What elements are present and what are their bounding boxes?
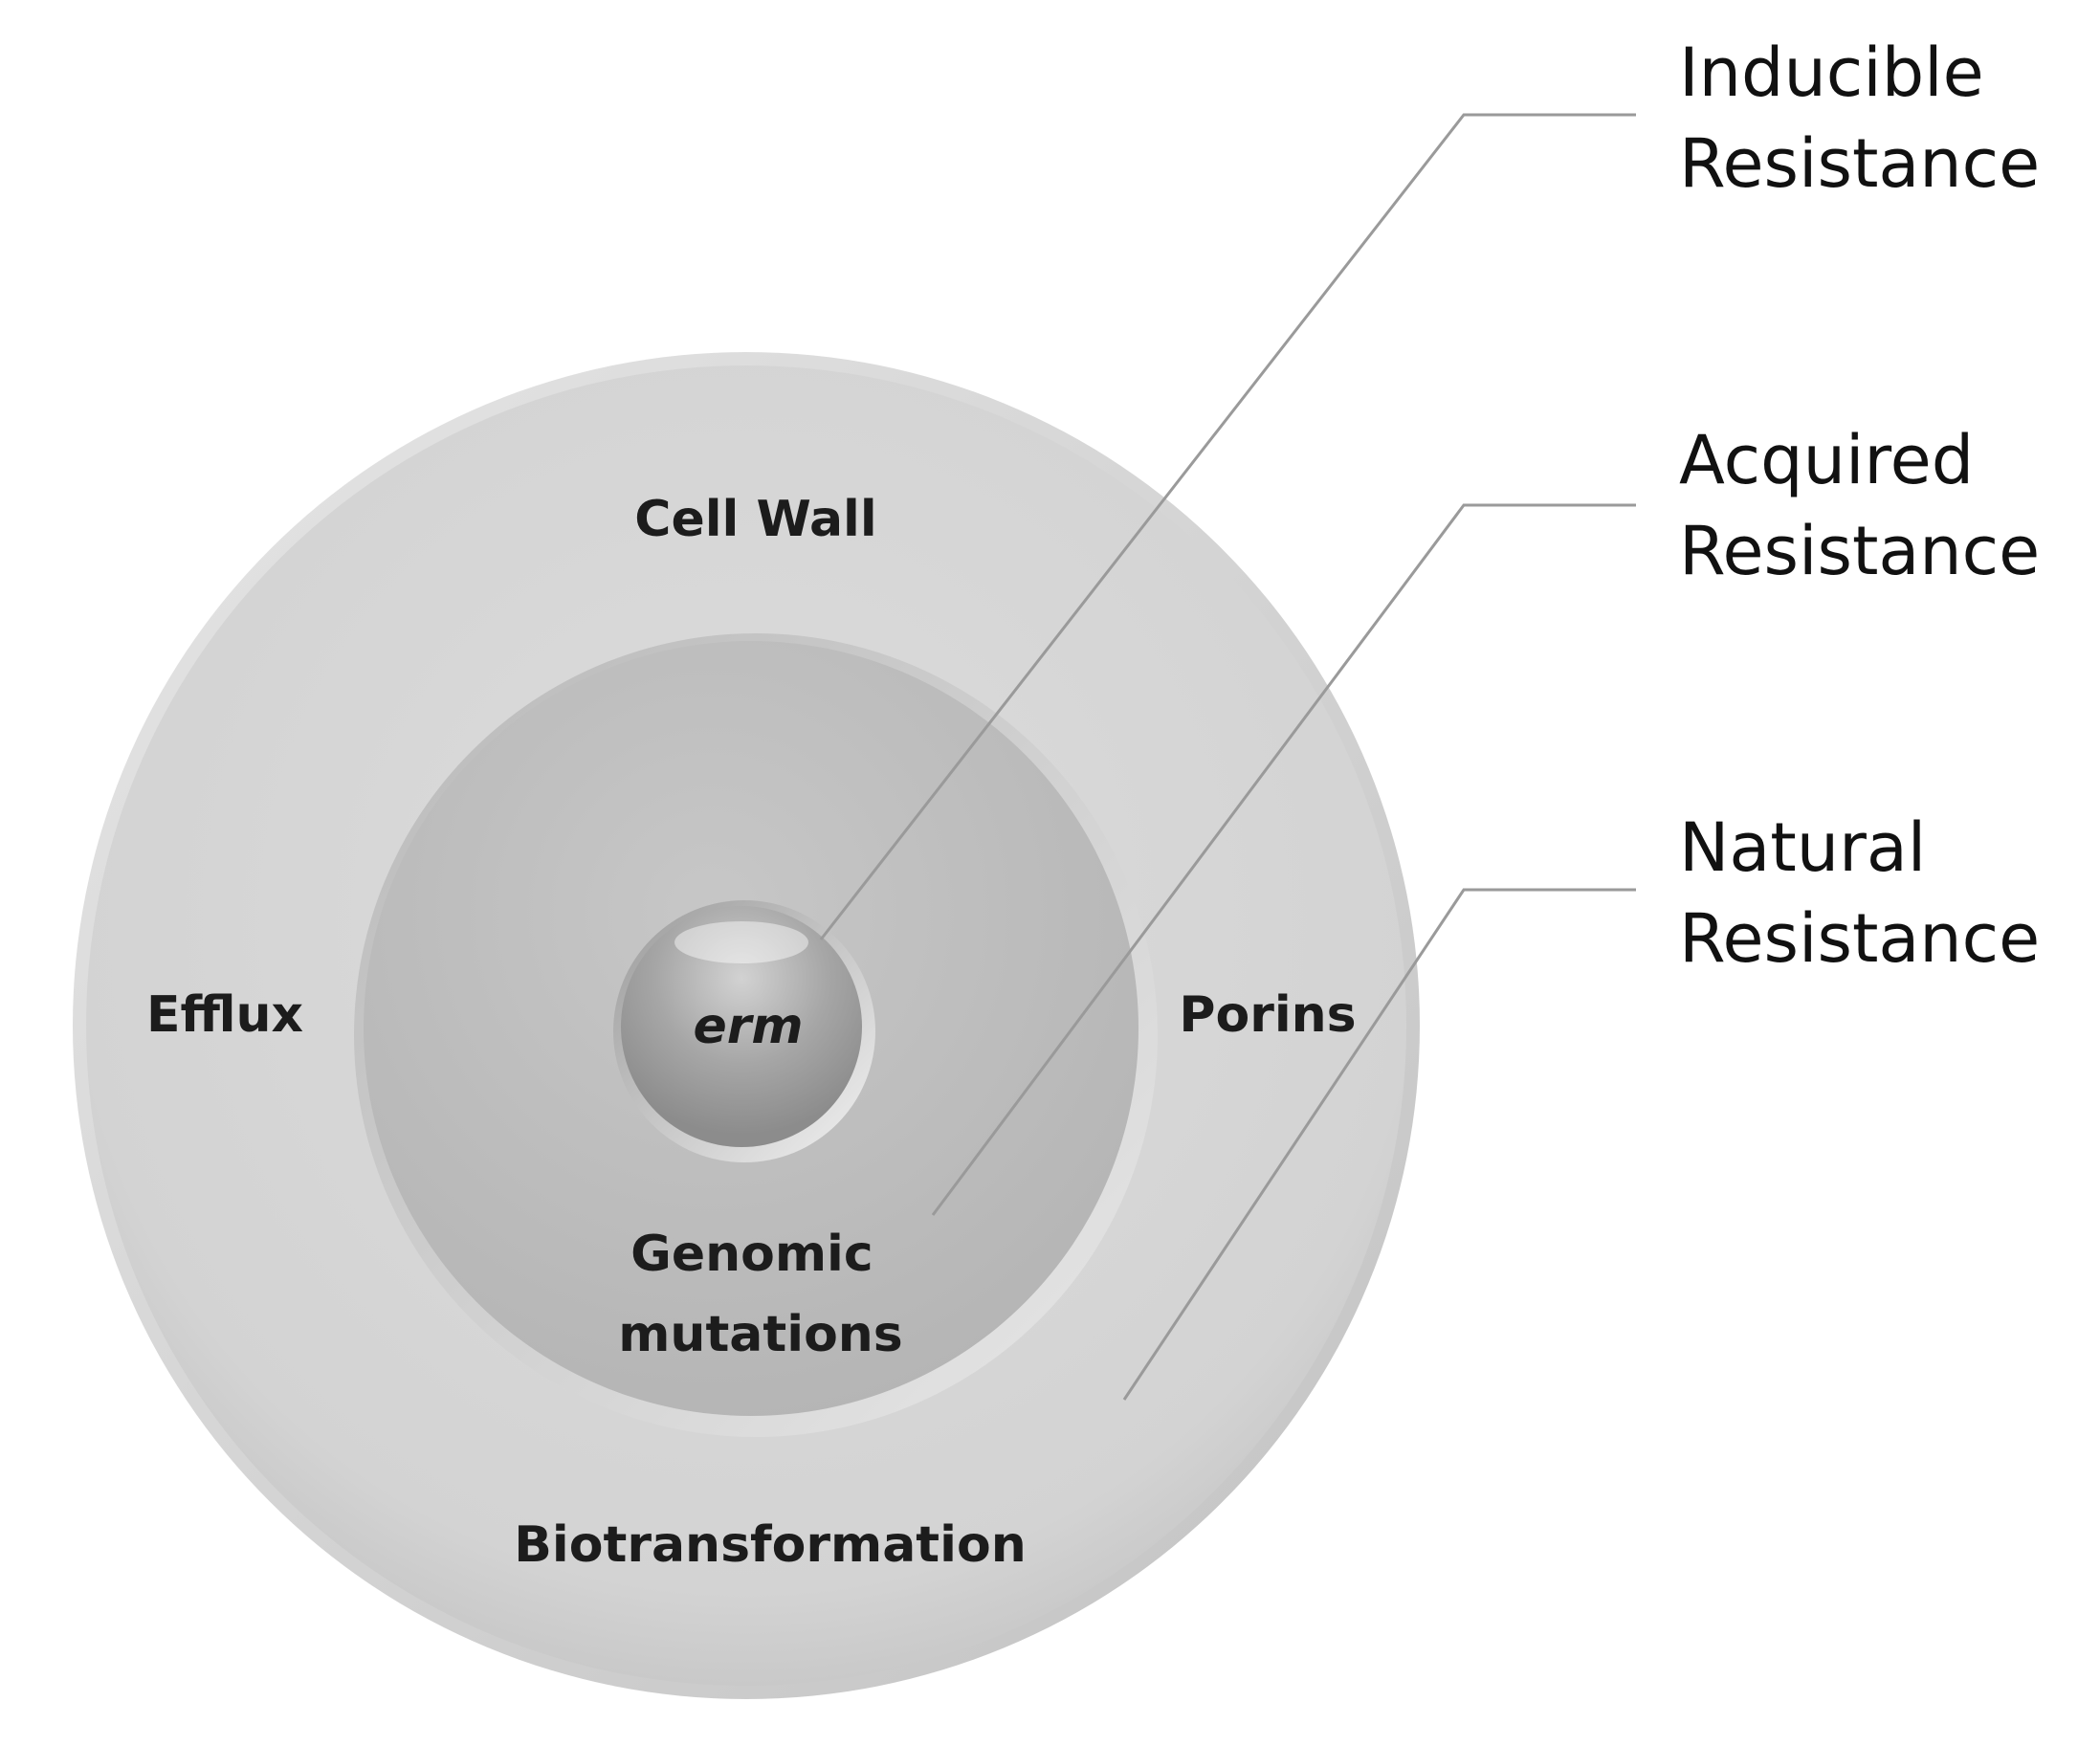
- genomic-mutations-line2: mutations: [618, 1306, 903, 1363]
- inducible-resistance-line2: Resistance: [1679, 124, 2040, 203]
- natural-resistance-line1: Natural: [1679, 808, 1926, 887]
- biotransformation-label: Biotransformation: [514, 1516, 1026, 1574]
- inducible-resistance-line1: Inducible: [1679, 33, 1984, 112]
- core-circle: [613, 900, 875, 1162]
- acquired-resistance-line2: Resistance: [1679, 512, 2040, 590]
- cell-wall-label: Cell Wall: [634, 491, 876, 548]
- erm-label: erm: [693, 998, 803, 1055]
- genomic-mutations-label: Genomic mutations: [618, 1226, 903, 1363]
- acquired-resistance-label: Acquired Resistance: [1679, 421, 2040, 590]
- leader-line-natural: [1122, 888, 1636, 1401]
- natural-resistance-label: Natural Resistance: [1679, 808, 2040, 978]
- acquired-resistance-line1: Acquired: [1679, 421, 1974, 499]
- porins-label: Porins: [1179, 986, 1356, 1044]
- leader-line-acquired: [931, 503, 1636, 1216]
- inducible-resistance-label: Inducible Resistance: [1679, 33, 2040, 203]
- natural-resistance-line2: Resistance: [1679, 899, 2040, 978]
- genomic-mutations-line1: Genomic: [630, 1226, 873, 1283]
- leader-line-inducible: [819, 113, 1636, 940]
- efflux-label: Efflux: [146, 986, 303, 1044]
